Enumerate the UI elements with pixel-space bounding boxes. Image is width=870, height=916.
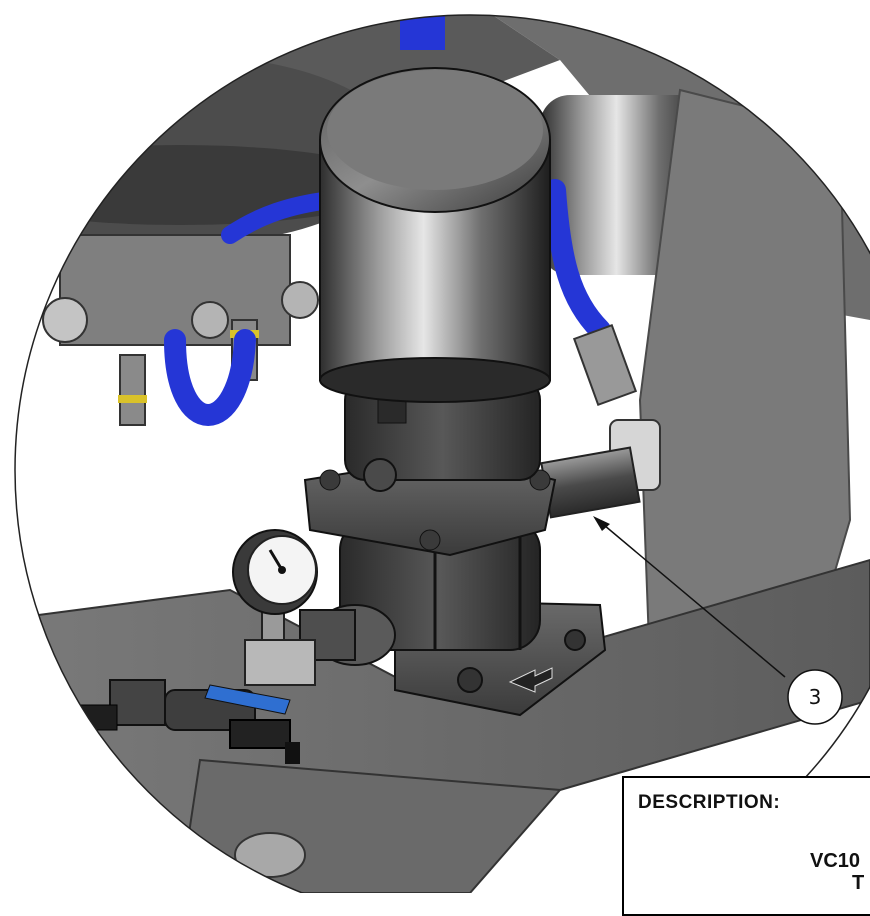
top-blue-hose bbox=[400, 15, 445, 50]
detail-circle bbox=[15, 15, 870, 893]
pump-assembly-detail-view: 3 bbox=[14, 14, 870, 893]
manifold-block bbox=[42, 234, 319, 426]
description-box: DESCRIPTION: VC10 T bbox=[622, 776, 870, 916]
description-line-2: T bbox=[852, 872, 865, 894]
drain-plug bbox=[363, 458, 397, 492]
blue-hose-top bbox=[221, 191, 339, 244]
description-header: DESCRIPTION: bbox=[638, 792, 781, 813]
pressure-gauge-icon bbox=[232, 529, 318, 641]
description-line-1: VC10 bbox=[810, 850, 861, 872]
blue-hose-right bbox=[544, 179, 611, 341]
frame-foot bbox=[234, 832, 306, 878]
flow-direction-arrow-icon bbox=[508, 667, 553, 693]
hose-fitting bbox=[572, 323, 638, 407]
blue-hose-left bbox=[164, 329, 256, 426]
callout-number: 3 bbox=[809, 685, 822, 709]
valve-handle bbox=[204, 684, 291, 715]
leader-line bbox=[597, 519, 786, 678]
callout-balloon-3: 3 bbox=[787, 669, 843, 725]
